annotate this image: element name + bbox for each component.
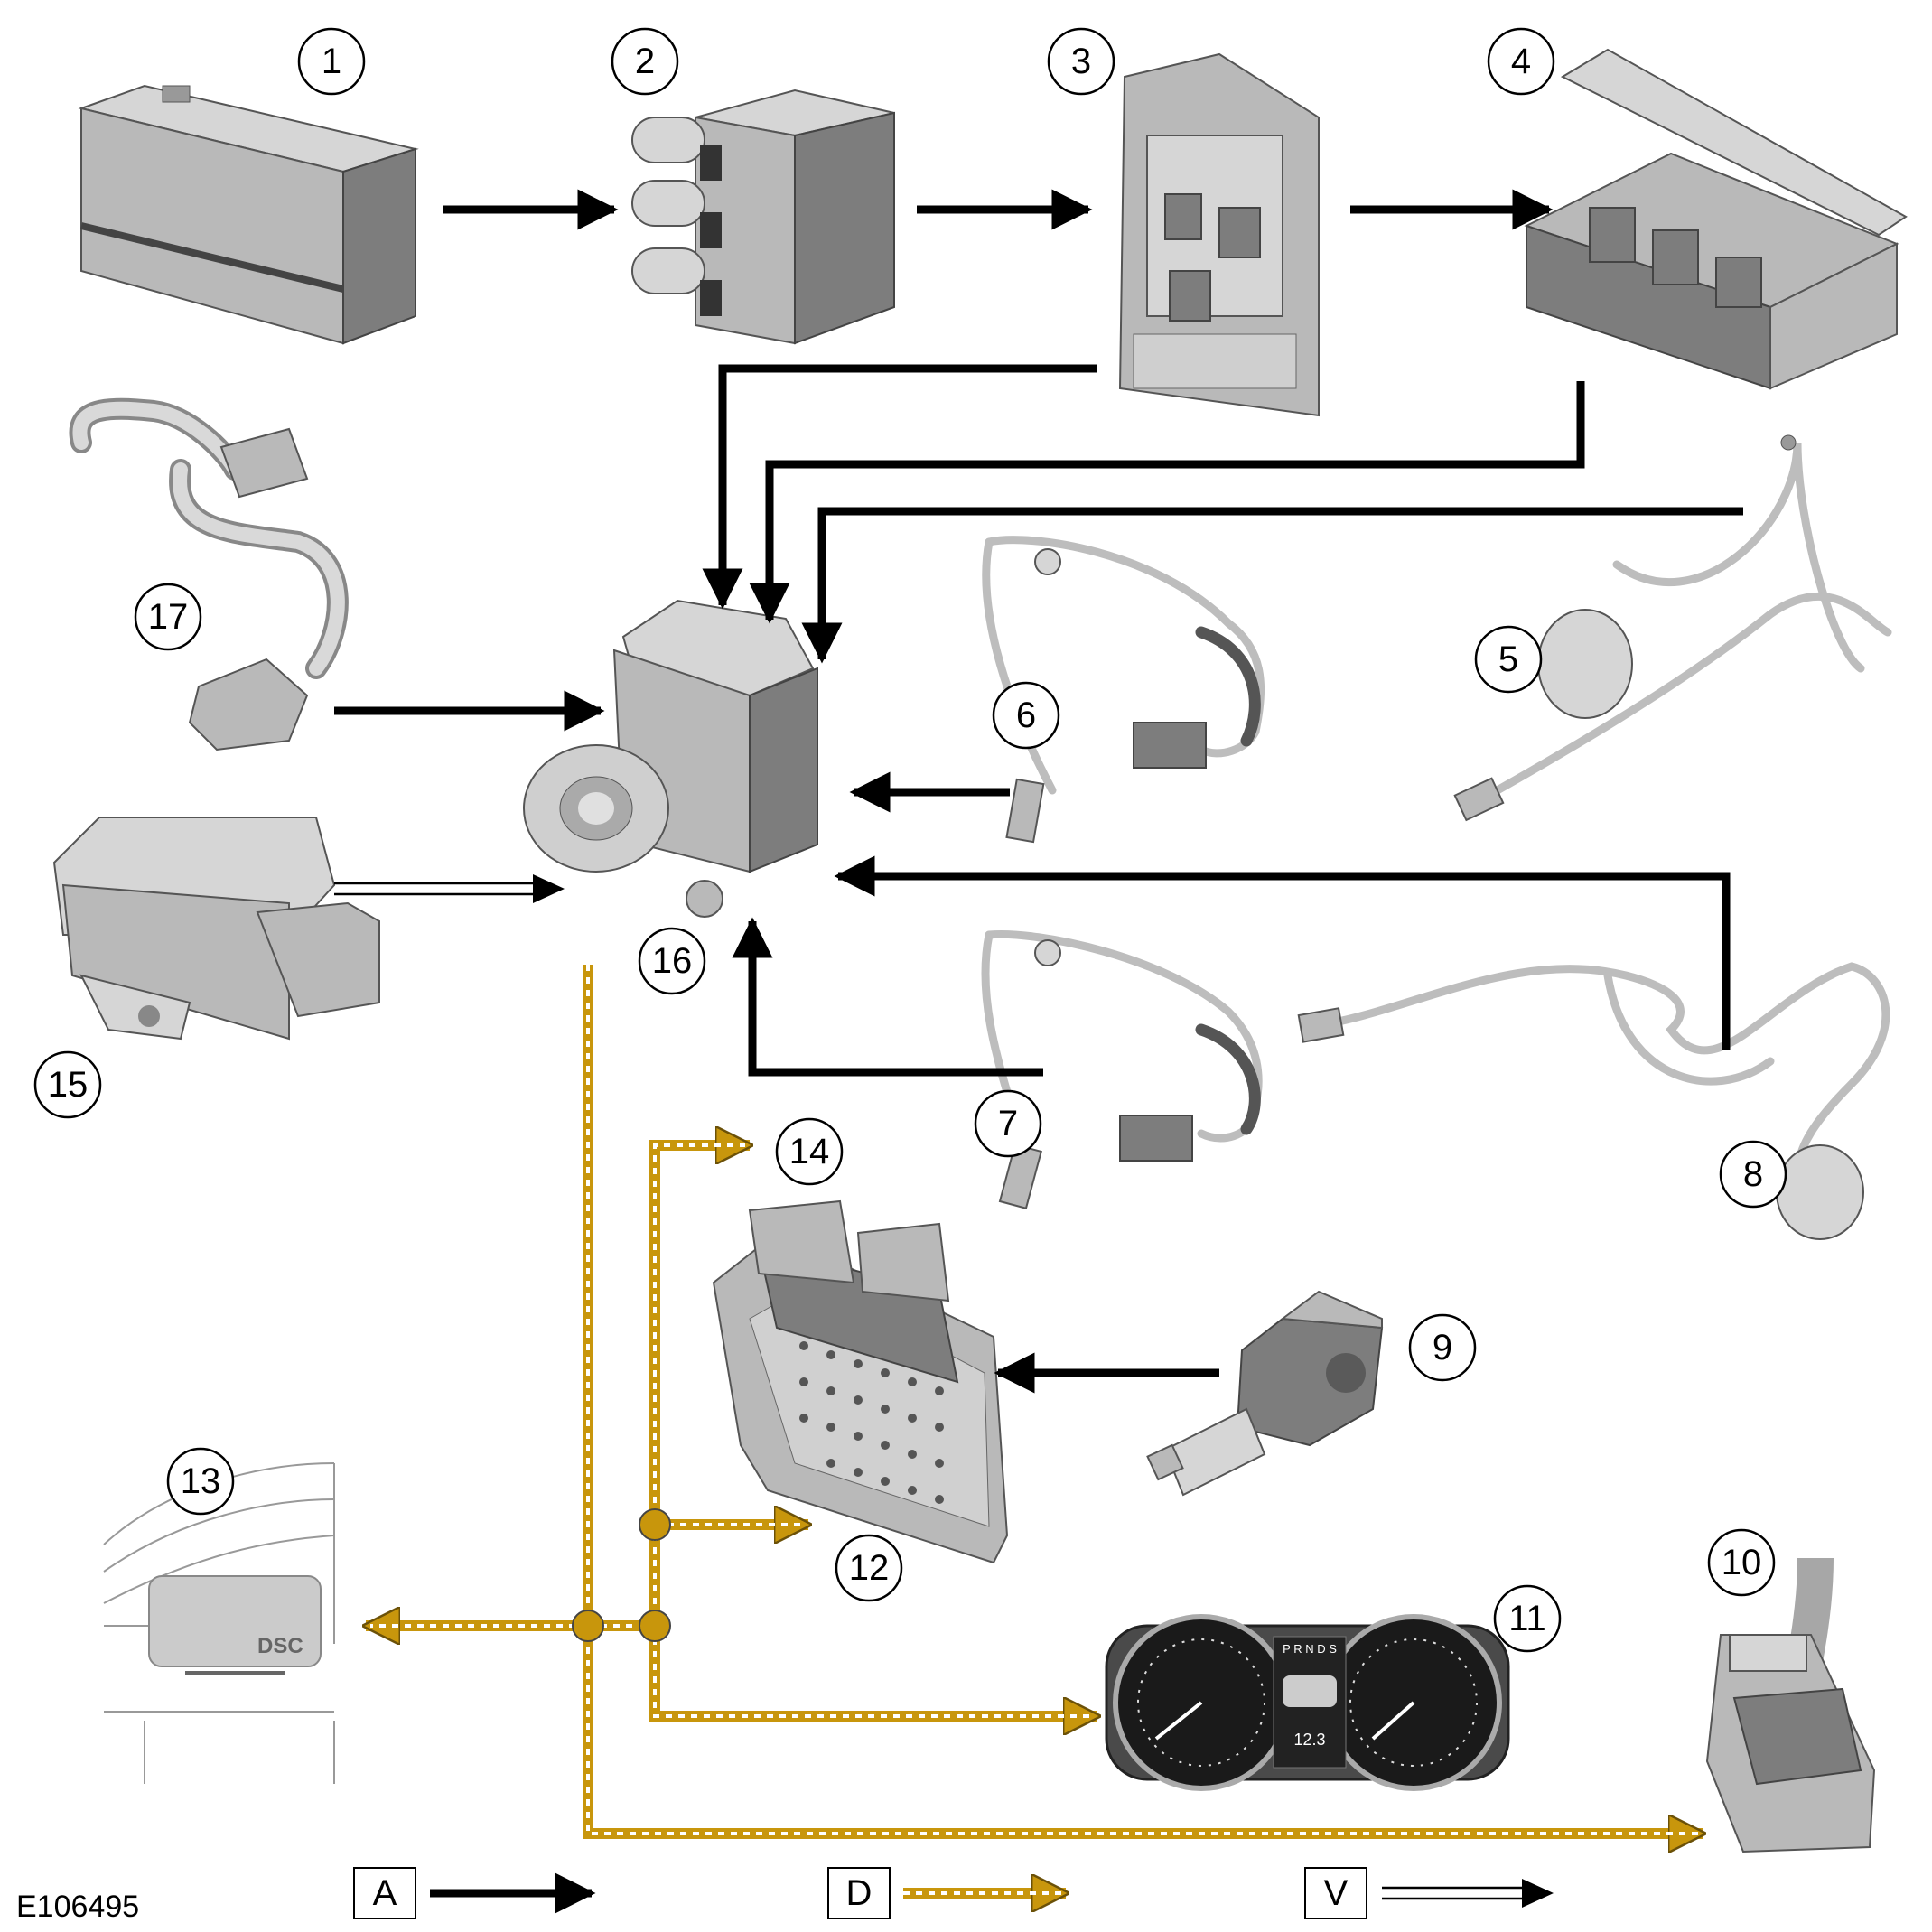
instrument-cluster-component: P R N D S 12.3 [1105, 1614, 1510, 1791]
figure-reference: E106495 [16, 1890, 139, 1924]
steering-angle-sensor-component [69, 397, 349, 751]
wire-7-to-16 [732, 917, 1043, 1077]
callout-8: 8 [1719, 1140, 1787, 1209]
callout-5-label: 5 [1498, 639, 1518, 679]
callout-3-label: 3 [1071, 42, 1091, 81]
cluster-readout: 12.3 [1293, 1731, 1325, 1749]
callout-1: 1 [297, 27, 366, 96]
callout-16-label: 16 [652, 941, 693, 981]
wiring-type-a [334, 189, 1743, 1394]
callout-9: 9 [1408, 1313, 1477, 1382]
wire-5-to-16 [801, 507, 1743, 664]
network-junction-1 [572, 1610, 604, 1642]
callout-15-label: 15 [48, 1065, 89, 1105]
wire-4-to-16 [749, 381, 1585, 624]
callout-11-label: 11 [1508, 1599, 1546, 1638]
callout-7: 7 [974, 1089, 1042, 1158]
callout-2-label: 2 [635, 42, 655, 81]
callout-15: 15 [33, 1050, 102, 1119]
callout-7-label: 7 [998, 1104, 1018, 1143]
engine-junction-box-component [1118, 52, 1320, 417]
cluster-gear-indicator: P R N D S [1283, 1642, 1337, 1656]
wire-3-to-16 [702, 364, 1097, 610]
battery-component [78, 84, 419, 345]
yaw-rate-sensor-component [52, 817, 380, 1041]
callout-4: 4 [1487, 27, 1555, 96]
callout-12-label: 12 [849, 1548, 890, 1588]
network-to-14 [588, 1145, 750, 1631]
engine-control-module-component [712, 1199, 1009, 1564]
wire-15-to-16-arrowhead [533, 874, 565, 903]
callout-2: 2 [611, 27, 679, 96]
wire-8-to-16 [834, 855, 1731, 1050]
wheel-speed-sensor-rear-right [981, 929, 1263, 1209]
wheel-speed-sensor-front-left [1453, 434, 1892, 822]
brake-switch-component [1146, 1290, 1384, 1497]
wheel-speed-sensor-front-right [982, 536, 1265, 844]
callout-1-label: 1 [322, 42, 341, 81]
diagnostic-connector-component [1705, 1557, 1876, 1853]
legend-a-label: A [373, 1873, 397, 1913]
legend-v-label: V [1324, 1873, 1349, 1913]
legend-d-label: D [846, 1873, 873, 1913]
legend-v-arrowhead [1522, 1879, 1554, 1908]
callout-8-label: 8 [1743, 1154, 1763, 1194]
legend-item-v: V [1304, 1867, 1554, 1919]
legend-item-d: D [827, 1867, 1066, 1919]
callout-3: 3 [1047, 27, 1115, 96]
callout-17: 17 [134, 583, 202, 651]
callout-10: 10 [1707, 1528, 1776, 1597]
abs-module-component [523, 599, 818, 918]
callout-4-label: 4 [1511, 42, 1531, 81]
callout-14-label: 14 [789, 1132, 830, 1171]
callout-11: 11 [1493, 1584, 1562, 1653]
network-junction-2 [639, 1610, 671, 1642]
wheel-speed-sensor-rear-left [1297, 962, 1890, 1240]
callout-17-label: 17 [148, 597, 189, 637]
network-to-11 [649, 1626, 1097, 1716]
callout-9-label: 9 [1433, 1328, 1452, 1367]
network-junction-3 [639, 1508, 671, 1541]
megafuse-block-component [631, 89, 895, 345]
battery-junction-box-component [1524, 48, 1908, 390]
callout-6-label: 6 [1016, 695, 1036, 735]
wiring-type-v [334, 874, 565, 903]
callout-5: 5 [1474, 625, 1543, 694]
legend: A D V [353, 1867, 1554, 1919]
dsc-switch-label: DSC [257, 1634, 303, 1658]
callout-14: 14 [775, 1117, 844, 1186]
dsc-switch-component: DSC [103, 1462, 335, 1784]
callout-12: 12 [835, 1534, 903, 1602]
callout-10-label: 10 [1722, 1543, 1762, 1582]
callout-13: 13 [166, 1447, 235, 1516]
callout-6: 6 [992, 681, 1060, 750]
callout-13-label: 13 [181, 1461, 221, 1501]
callout-16: 16 [638, 927, 706, 995]
legend-item-a: A [353, 1867, 596, 1919]
wiring-type-d [366, 965, 1703, 1834]
